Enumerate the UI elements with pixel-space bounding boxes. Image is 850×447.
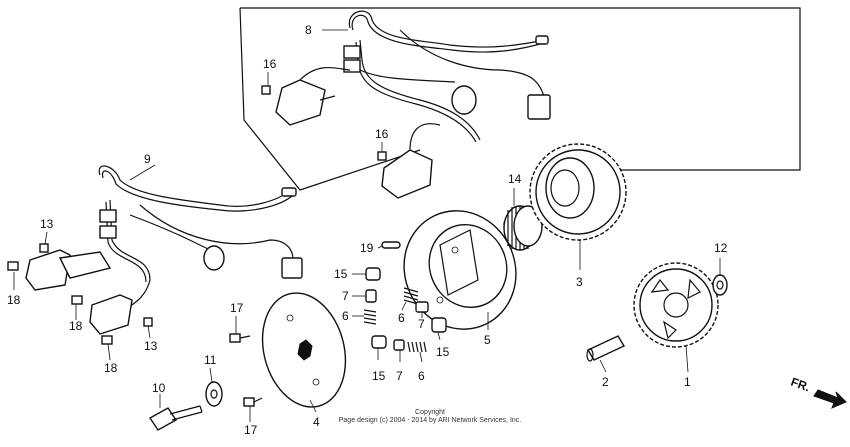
rollers-springs — [363, 241, 447, 353]
needle-bearing — [503, 205, 543, 251]
wire-harness-upper — [275, 10, 551, 199]
wire-harness-lower — [25, 165, 303, 335]
callout-3: 3 — [576, 275, 583, 289]
callout-17: 17 — [244, 423, 258, 437]
copyright-notice: Copyright Page design (c) 2004 - 2014 by… — [300, 409, 560, 425]
copyright-title: Copyright — [415, 409, 445, 416]
callout-6: 6 — [342, 309, 349, 323]
callout-13: 13 — [40, 217, 54, 231]
starter-driven-gear — [529, 143, 627, 241]
callout-labels: 8 9 16 16 13 13 18 18 18 17 17 11 10 4 1… — [7, 23, 728, 437]
flywheel-gear — [633, 262, 719, 348]
callout-10: 10 — [152, 381, 166, 395]
washer — [712, 274, 728, 296]
callout-7: 7 — [418, 317, 425, 331]
dowel-pin — [586, 335, 625, 362]
callout-15: 15 — [436, 345, 450, 359]
callout-17: 17 — [230, 301, 244, 315]
front-direction-indicator: FR. — [789, 375, 847, 409]
callout-9: 9 — [144, 152, 151, 166]
callout-16: 16 — [263, 57, 277, 71]
front-arrow-icon — [813, 389, 847, 409]
copyright-text: Page design (c) 2004 - 2014 by ARI Netwo… — [338, 417, 522, 424]
callout-15: 15 — [334, 267, 348, 281]
callout-6: 6 — [398, 311, 405, 325]
callout-18: 18 — [69, 319, 83, 333]
callout-11: 11 — [204, 353, 217, 367]
callout-2: 2 — [602, 375, 609, 389]
callout-1: 1 — [684, 375, 691, 389]
inset-panel — [239, 7, 801, 191]
front-label: FR. — [789, 375, 812, 395]
callout-13: 13 — [144, 339, 158, 353]
callout-4: 4 — [313, 415, 320, 429]
drive-plate — [261, 292, 347, 408]
callout-12: 12 — [714, 241, 728, 255]
callout-7: 7 — [342, 289, 349, 303]
callout-14: 14 — [508, 172, 522, 186]
callout-18: 18 — [104, 361, 118, 375]
bolts — [7, 85, 387, 431]
callout-5: 5 — [484, 333, 491, 347]
callout-7: 7 — [396, 369, 403, 383]
callout-18: 18 — [7, 293, 21, 307]
callout-19: 19 — [360, 241, 374, 255]
starter-clutch-housing — [403, 210, 517, 330]
callout-8: 8 — [305, 23, 312, 37]
callout-6: 6 — [418, 369, 425, 383]
callout-16: 16 — [375, 127, 389, 141]
callout-15: 15 — [372, 369, 386, 383]
leader-lines — [13, 29, 721, 422]
